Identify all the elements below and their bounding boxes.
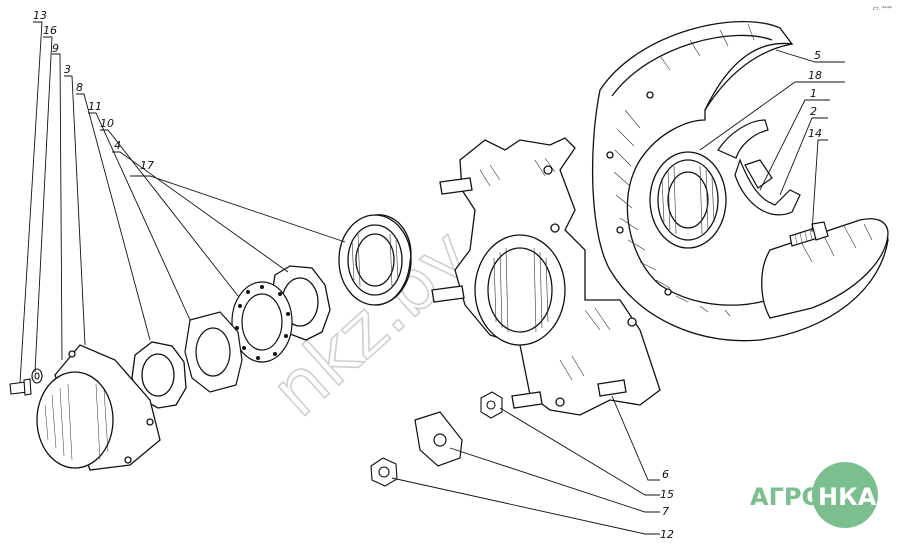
callout-11: 11	[88, 100, 102, 113]
lock-washer-10	[231, 281, 293, 363]
gasket-11	[184, 311, 243, 393]
callout-3: 3	[64, 63, 71, 76]
logo-text-left: АГРО	[750, 483, 822, 511]
callout-14: 14	[808, 127, 822, 140]
callout-17: 17	[140, 159, 154, 172]
callout-9: 9	[52, 42, 59, 55]
callout-6: 6	[662, 468, 669, 481]
bolt-13	[9, 378, 32, 396]
washer-16	[31, 368, 43, 384]
callout-13: 13	[33, 9, 47, 22]
nut-12	[370, 457, 398, 487]
agronka-logo: АГРО НКА	[750, 462, 878, 528]
callout-18: 18	[808, 69, 822, 82]
callout-4: 4	[114, 139, 121, 152]
corner-mark: ст. ****	[873, 6, 892, 12]
logo-circle	[812, 462, 878, 528]
callout-5: 5	[814, 49, 821, 62]
bolt-14	[789, 221, 829, 247]
callout-2: 2	[810, 105, 817, 118]
callout-7: 7	[662, 505, 669, 518]
bearing-17	[338, 214, 412, 306]
hub-casting	[431, 137, 661, 416]
hub-cap-3	[36, 344, 161, 471]
lock-plate-7	[414, 411, 463, 467]
callout-15: 15	[660, 488, 674, 501]
callout-10: 10	[100, 117, 114, 130]
callout-8: 8	[76, 81, 83, 94]
callout-1: 1	[810, 87, 817, 100]
nut-15	[480, 391, 503, 419]
logo-text-right: НКА	[818, 483, 877, 511]
callout-16: 16	[43, 24, 57, 37]
brake-shoe-bracket	[717, 119, 801, 216]
leader-lines	[19, 21, 845, 535]
brake-drum	[591, 21, 889, 342]
nut-8	[131, 341, 187, 409]
callout-numbers: 13 16 9 3 8 11 10 4 17 5 18 1 2 14 6 15 …	[33, 9, 822, 541]
callout-12: 12	[660, 528, 674, 541]
